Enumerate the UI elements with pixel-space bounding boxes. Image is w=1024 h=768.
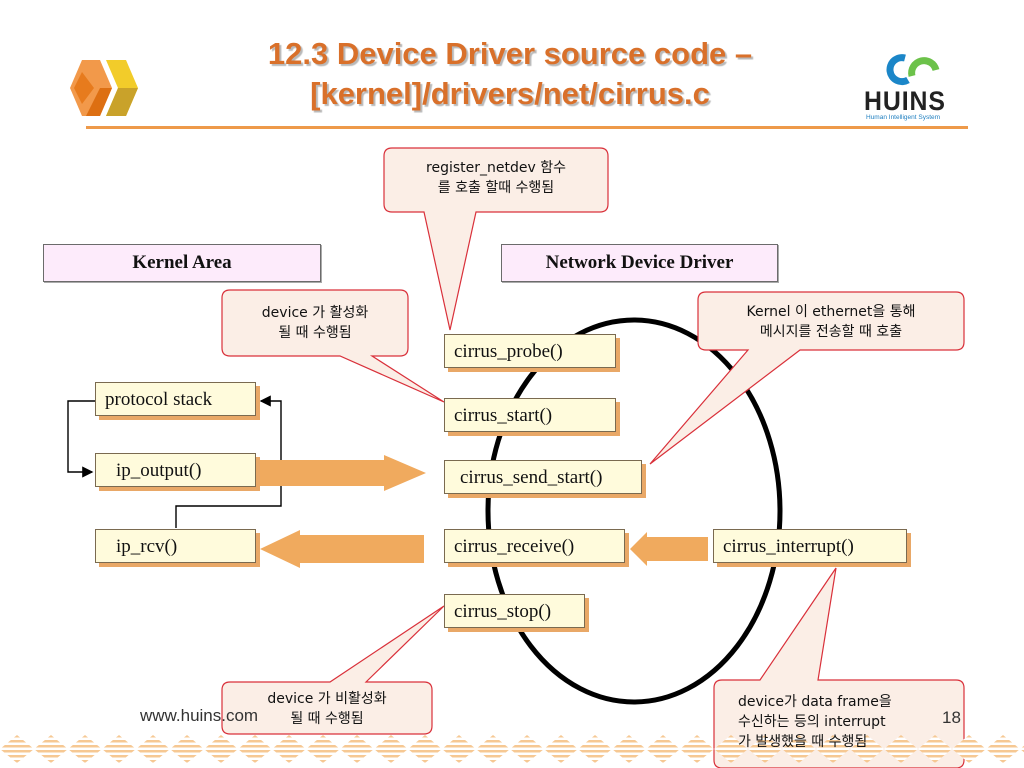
send-callout-line-2: 메시지를 전송할 때 호출 xyxy=(759,324,903,340)
footer-diamond xyxy=(34,735,68,763)
huins-logo-icon xyxy=(886,54,940,86)
stop-callout-line-1: device 가 비활성화 xyxy=(267,691,387,707)
footer-diamond xyxy=(918,735,952,763)
interrupt-arrow-icon xyxy=(630,532,708,566)
ip-rcv-box: ip_rcv() xyxy=(95,529,256,563)
footer-diamond-decoration xyxy=(0,735,1024,763)
cirrus-start-box: cirrus_start() xyxy=(444,398,616,432)
probe-callout-line-2: 를 호출 할때 수행됨 xyxy=(437,180,555,196)
kernel-area-label: Kernel Area xyxy=(43,244,321,282)
start-callout-line-1: device 가 활성화 xyxy=(261,305,369,321)
page-number: 18 xyxy=(942,708,961,727)
footer-diamond xyxy=(714,735,748,763)
footer-diamond xyxy=(510,735,544,763)
footer-diamond xyxy=(816,735,850,763)
protocol-stack-box: protocol stack xyxy=(95,382,256,416)
cirrus-stop-box: cirrus_stop() xyxy=(444,594,585,628)
cirrus-receive-box: cirrus_receive() xyxy=(444,529,625,563)
driver-lifecycle-ellipse xyxy=(485,317,783,705)
cube-logo-icon xyxy=(70,60,138,116)
send-arrow-icon xyxy=(258,455,426,491)
footer-diamond xyxy=(578,735,612,763)
footer-diamond xyxy=(238,735,272,763)
stop-callout: device 가 비활성화 될 때 수행됨 xyxy=(222,689,432,729)
probe-callout-line-1: register_netdev 함수 xyxy=(426,160,566,176)
interrupt-callout-line-1: device가 data frame을 xyxy=(738,694,892,710)
footer-diamond xyxy=(612,735,646,763)
interrupt-callout-line-2: 수신하는 등의 interrupt xyxy=(738,714,886,730)
footer-diamond xyxy=(204,735,238,763)
footer-diamond xyxy=(748,735,782,763)
cirrus-send-start-box: cirrus_send_start() xyxy=(444,460,642,494)
footer-diamond xyxy=(442,735,476,763)
kernel-connector-lines xyxy=(67,395,282,528)
start-callout: device 가 활성화 될 때 수행됨 xyxy=(222,303,408,343)
footer-diamond xyxy=(408,735,442,763)
company-logo-tagline: Human Intelligent System xyxy=(866,114,941,121)
slide-title-line-2: [kernel]/drivers/net/cirrus.c xyxy=(310,76,710,111)
footer-diamond xyxy=(782,735,816,763)
driver-area-label: Network Device Driver xyxy=(501,244,778,282)
company-logo-name: HUINS xyxy=(864,86,946,116)
cirrus-probe-box: cirrus_probe() xyxy=(444,334,616,368)
slide-title-line-1: 12.3 Device Driver source code – xyxy=(267,36,753,71)
start-callout-line-2: 될 때 수행됨 xyxy=(278,325,352,341)
footer-diamond xyxy=(986,735,1020,763)
footer-diamond xyxy=(306,735,340,763)
footer-diamond xyxy=(102,735,136,763)
footer-diamond xyxy=(374,735,408,763)
footer-diamond xyxy=(850,735,884,763)
send-callout: Kernel 이 ethernet을 통해 메시지를 전송할 때 호출 xyxy=(698,302,964,342)
footer-diamond xyxy=(272,735,306,763)
ip-output-box: ip_output() xyxy=(95,453,256,487)
footer-diamond xyxy=(170,735,204,763)
stop-callout-line-2: 될 때 수행됨 xyxy=(290,711,364,727)
send-callout-line-1: Kernel 이 ethernet을 통해 xyxy=(746,304,916,320)
footer-diamond xyxy=(680,735,714,763)
interrupt-callout: device가 data frame을 수신하는 등의 interrupt 가 … xyxy=(714,692,964,752)
footer-url: www.huins.com xyxy=(140,706,259,725)
footer-diamond xyxy=(646,735,680,763)
footer-diamond xyxy=(476,735,510,763)
footer-diamond xyxy=(1020,745,1024,753)
slide-title: 12.3 Device Driver source code – [kernel… xyxy=(180,34,840,114)
cirrus-interrupt-box: cirrus_interrupt() xyxy=(713,529,907,563)
title-divider xyxy=(86,126,968,129)
callout-bubbles xyxy=(221,147,965,768)
footer-diamond xyxy=(884,735,918,763)
footer-diamond xyxy=(0,735,34,763)
interrupt-callout-line-3: 가 발생했을 때 수행됨 xyxy=(738,734,868,750)
footer-diamond xyxy=(68,735,102,763)
footer-diamond xyxy=(136,735,170,763)
receive-arrow-icon xyxy=(260,530,424,568)
footer-diamond xyxy=(952,735,986,763)
footer-diamond xyxy=(340,735,374,763)
footer-diamond xyxy=(544,735,578,763)
probe-callout: register_netdev 함수 를 호출 할때 수행됨 xyxy=(384,158,608,198)
